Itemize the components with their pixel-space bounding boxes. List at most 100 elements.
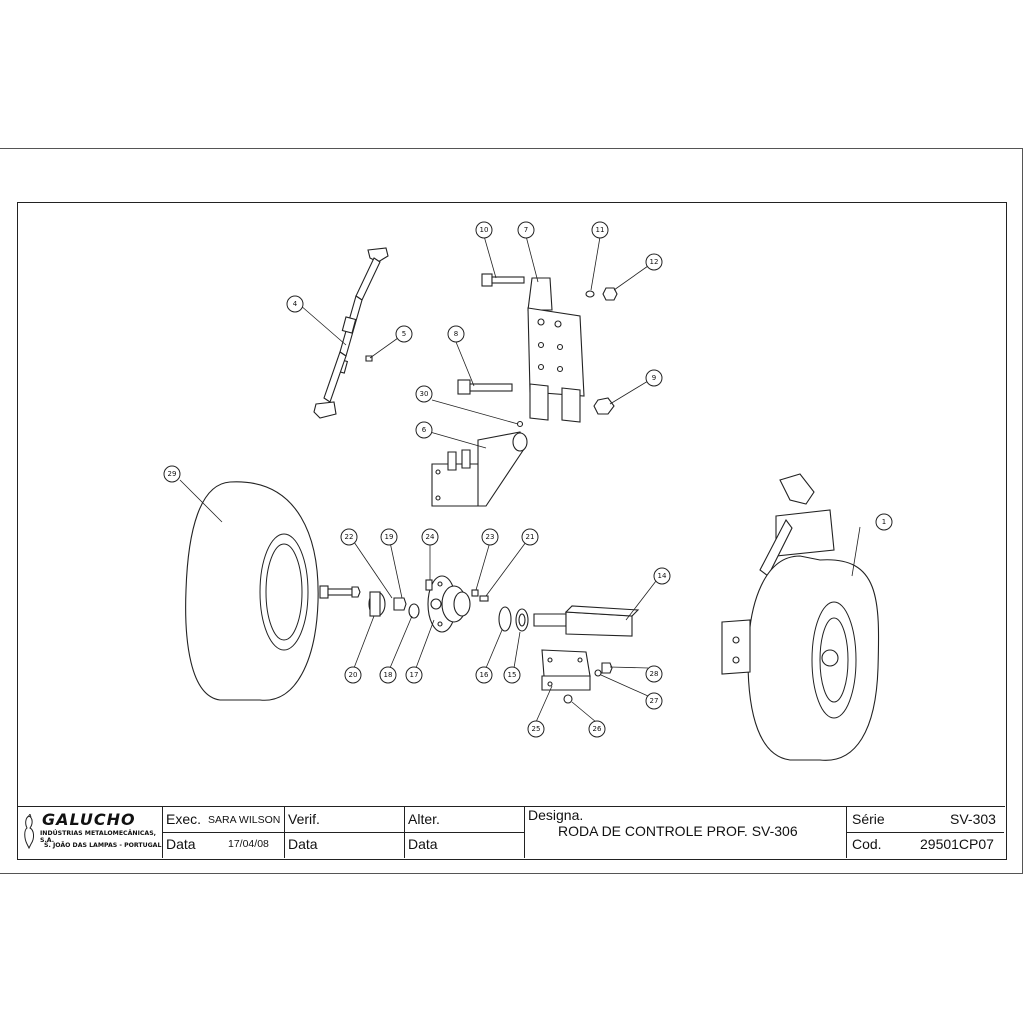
callout-25: 25 xyxy=(527,720,545,738)
leader-lines xyxy=(179,235,861,723)
callout-30: 30 xyxy=(415,385,433,403)
exec-label: Exec. xyxy=(166,811,202,827)
callout-29: 29 xyxy=(163,465,181,483)
bearing-part-18 xyxy=(408,603,420,619)
drawing-frame xyxy=(17,202,1007,860)
svg-text:17: 17 xyxy=(410,671,419,679)
callout-1: 1 xyxy=(875,513,893,531)
rooster-logo-icon xyxy=(24,814,34,850)
company-cell: GALUCHO INDÚSTRIAS METALOMECÂNICAS, S.A.… xyxy=(18,806,163,858)
verif-label: Verif. xyxy=(288,811,320,827)
series-value: SV-303 xyxy=(950,811,996,827)
svg-text:14: 14 xyxy=(658,572,667,580)
bracket-plate-part xyxy=(527,277,585,423)
svg-text:1: 1 xyxy=(882,518,886,526)
svg-text:7: 7 xyxy=(524,226,528,234)
alter-data-label: Data xyxy=(408,836,438,852)
callout-19: 19 xyxy=(380,528,398,546)
bolt-part-24 xyxy=(425,579,433,591)
nut-part-28 xyxy=(601,662,613,674)
callout-20: 20 xyxy=(344,666,362,684)
alter-label: Alter. xyxy=(408,811,440,827)
callout-4: 4 xyxy=(286,295,304,313)
drawing-sheet xyxy=(0,148,1023,874)
exec-data-value: 17/04/08 xyxy=(228,838,269,850)
seal-part-16 xyxy=(498,606,512,632)
washer-part-15 xyxy=(515,608,529,632)
verif-cell: Verif. Data xyxy=(284,806,405,858)
callout-14: 14 xyxy=(653,567,671,585)
hub-bolt-part xyxy=(319,585,361,599)
callout-26: 26 xyxy=(588,720,606,738)
bolt-part-26 xyxy=(563,694,573,704)
designation-cell: Designa. RODA DE CONTROLE PROF. SV-306 xyxy=(524,806,847,858)
exec-cell: Exec. SARA WILSON Data 17/04/08 xyxy=(162,806,285,858)
svg-text:23: 23 xyxy=(486,533,495,541)
svg-text:27: 27 xyxy=(650,697,659,705)
tire-part-29 xyxy=(185,481,319,701)
svg-text:21: 21 xyxy=(526,533,535,541)
svg-text:22: 22 xyxy=(345,533,354,541)
callout-9: 9 xyxy=(645,369,663,387)
svg-text:15: 15 xyxy=(508,671,517,679)
callout-11: 11 xyxy=(591,221,609,239)
svg-text:4: 4 xyxy=(293,300,298,308)
grease-part-23 xyxy=(471,589,479,597)
company-address: S. JOÃO DAS LAMPAS - PORTUGAL xyxy=(44,842,162,849)
series-label: Série xyxy=(852,811,885,827)
company-name: GALUCHO xyxy=(42,810,136,829)
callout-6: 6 xyxy=(415,421,433,439)
wheel-hub-part-17 xyxy=(427,575,471,633)
svg-text:16: 16 xyxy=(480,671,489,679)
svg-text:6: 6 xyxy=(422,426,427,434)
svg-text:19: 19 xyxy=(385,533,394,541)
callout-23: 23 xyxy=(481,528,499,546)
top-link-part xyxy=(313,247,389,419)
callout-17: 17 xyxy=(405,666,423,684)
alter-cell: Alter. Data xyxy=(404,806,525,858)
svg-text:30: 30 xyxy=(420,390,429,398)
nut-part-19 xyxy=(393,597,407,611)
svg-text:10: 10 xyxy=(480,226,489,234)
title-block: GALUCHO INDÚSTRIAS METALOMECÂNICAS, S.A.… xyxy=(18,806,1005,858)
swing-arm-part xyxy=(431,431,528,507)
callout-5: 5 xyxy=(395,325,413,343)
exec-value: SARA WILSON xyxy=(208,814,281,826)
callout-10: 10 xyxy=(475,221,493,239)
svg-text:29: 29 xyxy=(168,470,177,478)
svg-text:11: 11 xyxy=(596,226,605,234)
designation-value: RODA DE CONTROLE PROF. SV-306 xyxy=(558,823,798,839)
callout-12: 12 xyxy=(645,253,663,271)
svg-text:24: 24 xyxy=(426,533,435,541)
code-value: 29501CP07 xyxy=(920,836,994,852)
verif-data-label: Data xyxy=(288,836,318,852)
designation-label: Designa. xyxy=(528,807,584,823)
svg-text:26: 26 xyxy=(593,725,602,733)
washer-part-27 xyxy=(594,669,602,677)
hub-cap-part-20 xyxy=(368,591,386,617)
svg-text:25: 25 xyxy=(532,725,541,733)
callout-7: 7 xyxy=(517,221,535,239)
callout-28: 28 xyxy=(645,665,663,683)
bolt-part-10 xyxy=(481,273,525,287)
code-label: Cod. xyxy=(852,836,882,852)
svg-text:12: 12 xyxy=(650,258,659,266)
callout-27: 27 xyxy=(645,692,663,710)
svg-text:8: 8 xyxy=(454,330,458,338)
svg-text:18: 18 xyxy=(384,671,393,679)
company-subtitle: INDÚSTRIAS METALOMECÂNICAS, S.A. xyxy=(40,830,157,844)
bolt-part-8 xyxy=(457,379,513,395)
nut-part-9 xyxy=(593,397,615,415)
series-cell: Série SV-303 Cod. 29501CP07 xyxy=(846,806,1004,858)
screw-part-21 xyxy=(479,595,489,602)
svg-text:9: 9 xyxy=(652,374,656,382)
callout-18: 18 xyxy=(379,666,397,684)
svg-text:28: 28 xyxy=(650,670,659,678)
clamp-part-25 xyxy=(541,649,591,691)
callout-24: 24 xyxy=(421,528,439,546)
callout-21: 21 xyxy=(521,528,539,546)
exec-data-label: Data xyxy=(166,836,196,852)
washer-part-11 xyxy=(585,290,595,298)
callout-8: 8 xyxy=(447,325,465,343)
